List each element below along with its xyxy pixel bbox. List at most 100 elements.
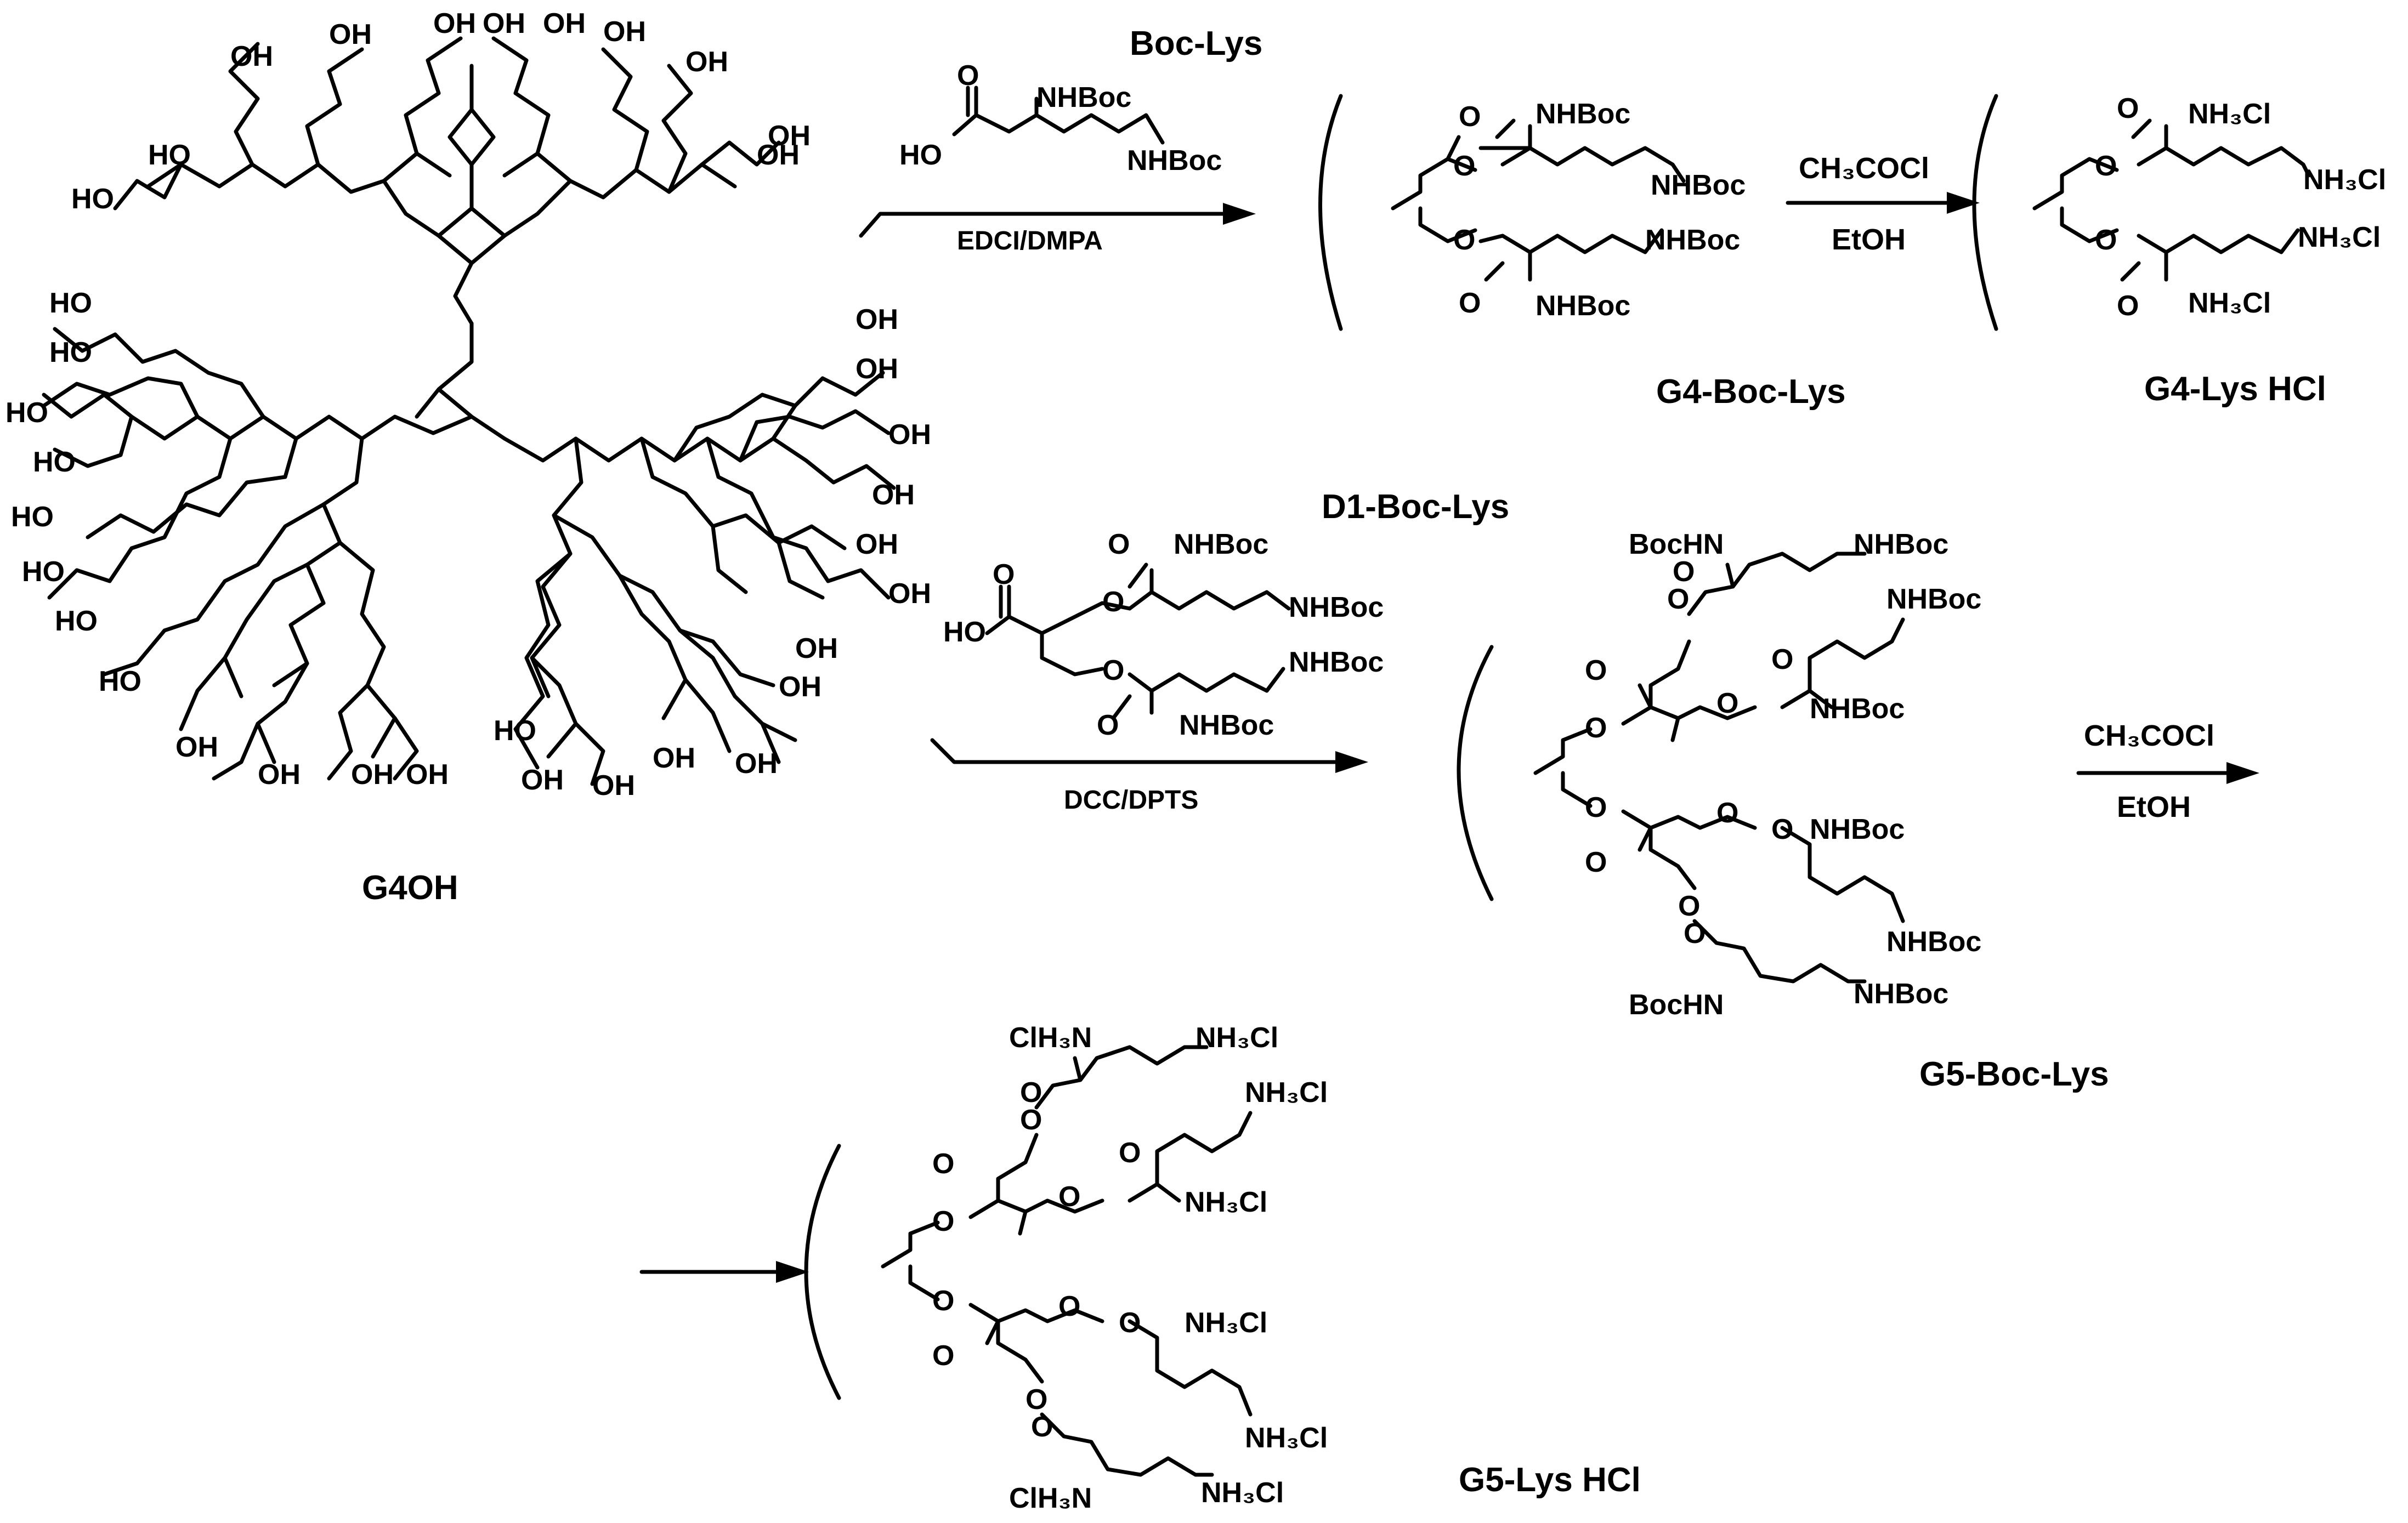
oh-label: OH <box>735 748 778 780</box>
o-label: O <box>1771 814 1793 845</box>
oh-label: OH <box>230 41 273 72</box>
nh3cl-label: NH₃Cl <box>1185 1307 1267 1339</box>
oh-label: OH <box>888 419 931 451</box>
oh-label: OH <box>855 353 898 385</box>
nh3cl-label: NH₃Cl <box>1201 1477 1284 1509</box>
g4-boc-lys-structure: O O O O NHBoc NHBoc NHBoc NHBoc <box>1391 98 1746 322</box>
condition-step4-solvent: EtOH <box>2117 791 2191 823</box>
oh-label: OH <box>795 633 838 664</box>
condition-step2-solvent: EtOH <box>1832 223 1906 256</box>
oh-label: OH <box>779 671 821 703</box>
arrowhead <box>1223 203 1256 225</box>
o-label: O <box>1119 1137 1141 1169</box>
ho-label: HO <box>899 139 942 171</box>
o-label: O <box>1020 1104 1042 1136</box>
nh3cl-label: NH₃Cl <box>1185 1186 1267 1218</box>
condition-step3: DCC/DPTS <box>1064 786 1198 815</box>
left-parenthesis <box>1457 645 1494 901</box>
o-label: O <box>1119 1307 1141 1339</box>
ho-label: HO <box>943 616 986 648</box>
nhboc-label: NHBoc <box>1651 169 1746 201</box>
bochn-label: BocHN <box>1629 989 1724 1021</box>
o-label: O <box>1102 586 1124 618</box>
oh-label: OH <box>433 8 476 39</box>
nh3cl-label: NH₃Cl <box>1245 1077 1328 1109</box>
ho-label: HO <box>22 556 65 588</box>
g5-boc-lys-structure: O O O O O O O O O O O O BocHN NHBoc NHBo… <box>1533 528 1981 1021</box>
o-label: O <box>2117 290 2139 322</box>
o-label: O <box>1716 687 1738 719</box>
arrowhead <box>1335 751 1368 773</box>
o-label: O <box>1678 890 1700 922</box>
nhboc-label: NHBoc <box>1854 528 1948 560</box>
left-parenthesis <box>1972 94 1998 331</box>
oh-label: OH <box>603 16 646 48</box>
o-label: O <box>1031 1411 1053 1443</box>
nhboc-label: NHBoc <box>1810 693 1905 725</box>
nhboc-label: NHBoc <box>1289 646 1384 678</box>
o-label: O <box>1453 150 1475 182</box>
oh-label: OH <box>872 479 915 511</box>
nh3cl-label: NH₃Cl <box>2298 221 2381 253</box>
nhboc-label: NHBoc <box>1536 290 1630 322</box>
oh-label: OH <box>653 742 695 774</box>
nhboc-label: NHBoc <box>1536 98 1630 130</box>
nhboc-label: NHBoc <box>1886 583 1981 615</box>
oh-label: OH <box>258 759 301 791</box>
o-label: O <box>1025 1384 1047 1416</box>
g4oh-structure: OH OH OH OH OH OH OH HO OH HO OH HO HO H… <box>5 8 931 802</box>
oh-label: OH <box>855 304 898 336</box>
arrowhead <box>1947 192 1980 214</box>
oh-label: OH <box>175 731 218 763</box>
nhboc-label: NHBoc <box>1127 145 1222 177</box>
o-label: O <box>1058 1181 1080 1213</box>
o-label: O <box>993 559 1015 590</box>
ho-label: HO <box>33 446 76 478</box>
nhboc-label: NHBoc <box>1289 592 1384 623</box>
bochn-label: BocHN <box>1629 528 1724 560</box>
ho-label: HO <box>494 715 536 747</box>
ho-label: HO <box>11 501 54 533</box>
nhboc-label: NHBoc <box>1810 814 1905 845</box>
o-label: O <box>1716 797 1738 829</box>
g5-boc-lys-label: G5-Boc-Lys <box>1919 1055 2109 1093</box>
left-parenthesis <box>804 1144 841 1400</box>
o-label: O <box>1097 709 1119 741</box>
g4-lys-hcl-label: G4-Lys HCl <box>2144 370 2326 408</box>
nh3cl-label: NH₃Cl <box>1245 1422 1328 1454</box>
o-label: O <box>932 1206 954 1237</box>
oh-label: OH <box>329 19 372 50</box>
ho-label: HO <box>99 666 141 697</box>
o-label: O <box>2095 224 2117 256</box>
o-label: O <box>932 1148 954 1180</box>
arrowhead <box>2226 762 2259 784</box>
o-label: O <box>1459 101 1481 133</box>
oh-label: OH <box>592 770 635 802</box>
o-label: O <box>932 1285 954 1317</box>
nhboc-label: NHBoc <box>1179 709 1274 741</box>
nh3cl-label: NH₃Cl <box>2188 287 2271 319</box>
oh-label: OH <box>757 139 800 171</box>
ho-label: HO <box>49 287 92 319</box>
nhboc-label: NHBoc <box>1036 82 1131 113</box>
g5-lys-hcl-label: G5-Lys HCl <box>1459 1461 1641 1499</box>
condition-step1: EDCI/DMPA <box>957 226 1103 255</box>
clh3n-label: ClH₃N <box>1009 1482 1092 1514</box>
o-label: O <box>1585 792 1607 823</box>
oh-label: OH <box>483 8 525 39</box>
o-label: O <box>2117 93 2139 124</box>
o-label: O <box>1453 224 1475 256</box>
d1-boc-lys-label: D1-Boc-Lys <box>1322 488 1509 526</box>
oh-label: OH <box>543 8 586 39</box>
g4-lys-hcl-structure: O O O O NH₃Cl NH₃Cl NH₃Cl NH₃Cl <box>2032 93 2386 322</box>
o-label: O <box>2095 150 2117 182</box>
nh3cl-label: NH₃Cl <box>2188 98 2271 130</box>
boc-lys-label: Boc-Lys <box>1130 25 1262 62</box>
o-label: O <box>1585 655 1607 686</box>
oh-label: OH <box>685 46 728 78</box>
o-label: O <box>1771 644 1793 675</box>
ho-label: HO <box>49 337 92 368</box>
o-label: O <box>1585 846 1607 878</box>
nhboc-label: NHBoc <box>1645 224 1740 256</box>
